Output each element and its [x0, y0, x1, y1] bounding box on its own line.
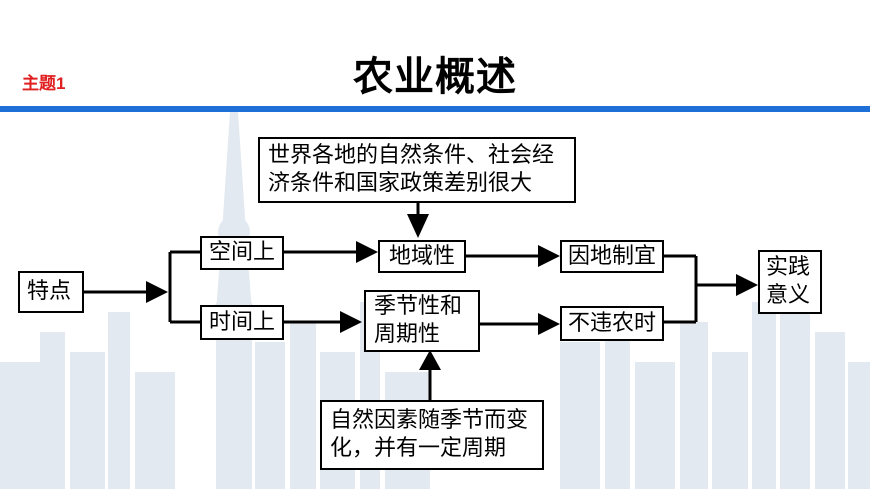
header-divider [0, 106, 870, 112]
city-skyline-background [0, 112, 870, 489]
node-feature: 特点 [18, 271, 84, 313]
node-time: 时间上 [200, 305, 284, 340]
node-seasonal: 季节性和 周期性 [364, 290, 480, 352]
page-title: 农业概述 [353, 54, 517, 100]
node-adapt: 因地制宜 [560, 240, 664, 273]
topic-label: 主题1 [22, 74, 66, 93]
node-timely: 不违农时 [560, 306, 664, 341]
node-space: 空间上 [200, 236, 284, 270]
node-practice: 实践 意义 [758, 250, 822, 314]
node-regional: 地域性 [378, 240, 466, 273]
node-cause: 世界各地的自然条件、社会经 济条件和国家政策差别很大 [258, 137, 576, 203]
node-nature: 自然因素随季节而变 化，并有一定周期 [320, 400, 544, 470]
